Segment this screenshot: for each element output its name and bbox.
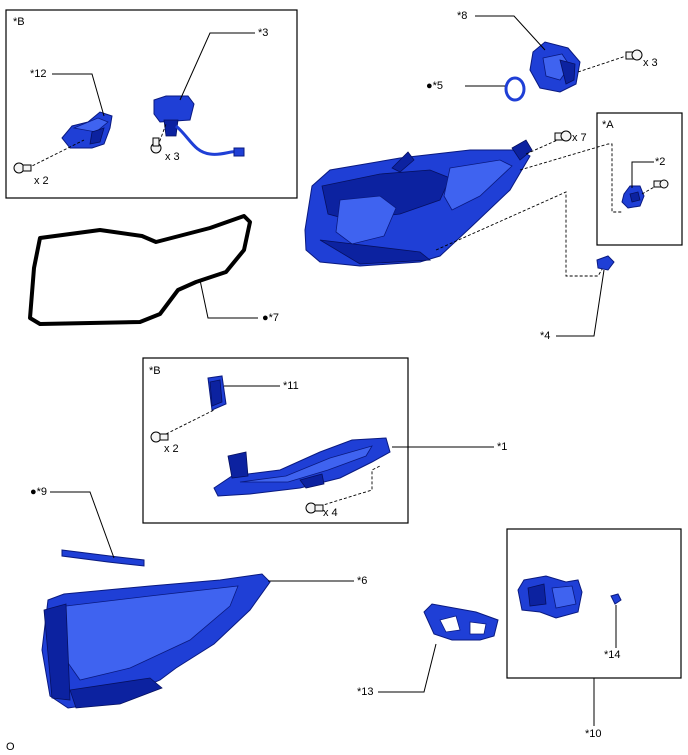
part-8-motor: [529, 41, 581, 93]
screw-icon: [150, 137, 162, 154]
part-14-bulb: [610, 593, 622, 605]
label-x2-a: x 2: [34, 175, 49, 187]
label-box-b-top: *B: [13, 16, 25, 28]
part-4-socket: [596, 255, 615, 271]
label-6: *6: [357, 575, 367, 587]
leader-13: [378, 643, 437, 693]
part-1-drl-bracket: [213, 437, 391, 497]
part-7-gasket: [28, 214, 252, 326]
label-4: *4: [540, 330, 550, 342]
dash-3-screw: [157, 123, 167, 147]
part-3-module: [153, 95, 245, 157]
dash-11-screw: [165, 409, 215, 435]
label-2: *2: [655, 156, 665, 168]
part-11-ecu: [207, 375, 227, 411]
leader-2: [631, 161, 654, 188]
label-9: ●*9: [30, 486, 47, 498]
part-2-bulb: [621, 185, 645, 209]
leader-3: [179, 32, 255, 101]
box-b-mid: [142, 357, 409, 524]
label-14: *14: [604, 649, 621, 661]
box-a: [596, 112, 683, 246]
screw-icon: [305, 502, 324, 514]
label-x4: x 4: [323, 507, 338, 519]
screw-icon: [150, 431, 169, 443]
dash-8-screw: [577, 55, 627, 73]
label-x2-b: x 2: [164, 443, 179, 455]
part-5-o-ring: [504, 76, 526, 102]
label-8: *8: [457, 10, 467, 22]
label-box-b-mid: *B: [149, 365, 161, 377]
dash-12-screw: [27, 139, 85, 169]
part-12-bracket: [61, 111, 113, 149]
screw-icon: [13, 162, 32, 174]
screw-icon: [653, 179, 669, 189]
label-x3-a: x 3: [165, 151, 180, 163]
leader-12: [52, 73, 105, 117]
dash-1-screw: [319, 465, 381, 507]
label-box-a: *A: [602, 119, 614, 131]
leader-7: [199, 279, 258, 319]
box-b-top: [5, 9, 298, 199]
part-10-projector: [517, 575, 583, 619]
corner-mark: O: [6, 741, 15, 753]
label-x3-b: x 3: [643, 57, 658, 69]
headlamp-housing: [304, 139, 533, 267]
part-6-lens: [41, 573, 271, 709]
label-3: *3: [258, 27, 268, 39]
label-1: *1: [497, 441, 507, 453]
label-x7: x 7: [572, 132, 587, 144]
leader-9: [50, 491, 115, 559]
dash-to-part-4: [435, 191, 605, 277]
dash-7-screw: [525, 137, 563, 155]
dash-to-box-a: [519, 143, 622, 213]
part-9-strip: [61, 549, 145, 567]
label-13: *13: [357, 686, 374, 698]
label-10: *10: [585, 728, 602, 740]
dash-2-screw: [641, 185, 657, 195]
part-13-bezel: [423, 603, 499, 641]
label-7: ●*7: [262, 312, 279, 324]
leader-8: [475, 15, 546, 51]
label-11: *11: [283, 380, 299, 392]
label-12: *12: [30, 68, 47, 80]
label-5: ●*5: [426, 80, 443, 92]
screw-icon: [625, 49, 643, 61]
screw-icon: [554, 130, 572, 142]
leader-4: [556, 269, 605, 337]
